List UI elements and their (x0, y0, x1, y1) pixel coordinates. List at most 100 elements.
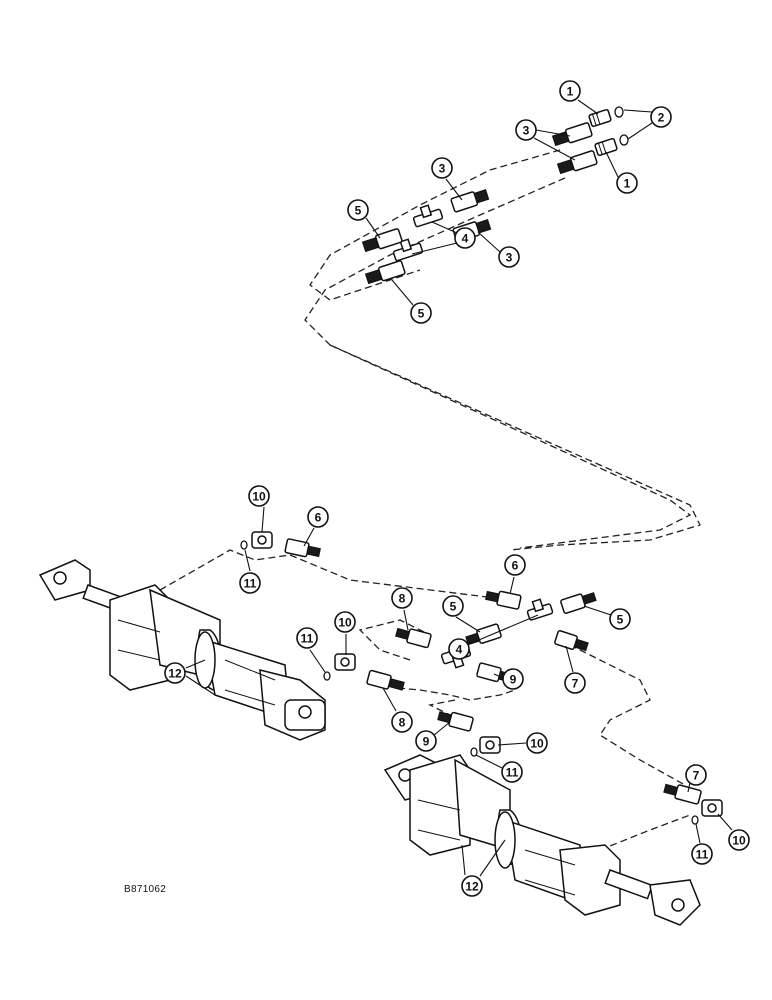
hose-end-fitting (284, 538, 321, 558)
callout-9: 9 (415, 730, 437, 752)
callout-number: 5 (617, 613, 624, 627)
callout-10: 10 (248, 485, 270, 507)
leader-lines (185, 99, 733, 877)
o-ring (240, 540, 248, 550)
callout-circle (347, 199, 369, 221)
callout-1: 1 (616, 172, 638, 194)
callout-number: 1 (567, 85, 574, 99)
callout-number: 8 (399, 716, 406, 730)
callout-number: 7 (572, 677, 579, 691)
callout-12: 12 (461, 875, 483, 897)
callout-circle (504, 554, 526, 576)
callout-number: 5 (418, 307, 425, 321)
callout-10: 10 (728, 829, 750, 851)
callout-circle (296, 627, 318, 649)
elbow-fitting (479, 736, 501, 754)
elbow-fitting (251, 531, 273, 549)
drawing-code-label: B871062 (124, 884, 167, 895)
callout-11: 11 (239, 572, 261, 594)
callout-number: 4 (462, 232, 469, 246)
o-ring (323, 671, 331, 681)
o-ring (691, 815, 699, 825)
callout-12: 12 (164, 662, 186, 684)
tee-fitting (392, 238, 424, 262)
callout-circle (415, 730, 437, 752)
callout-number: 12 (168, 667, 182, 681)
elbow-fitting (701, 799, 723, 817)
callout-circle (650, 106, 672, 128)
callout-number: 9 (423, 735, 430, 749)
hose-end-fitting (395, 627, 432, 649)
o-ring (619, 134, 629, 146)
callout-11: 11 (691, 843, 713, 865)
callout-circle (454, 227, 476, 249)
upper-fittings (361, 106, 629, 285)
callout-number: 4 (456, 643, 463, 657)
hose-end-fitting (366, 669, 405, 691)
callout-number: 10 (338, 616, 352, 630)
callout-circle (564, 672, 586, 694)
callout-number: 10 (252, 490, 266, 504)
callout-circle (431, 157, 453, 179)
callout-number: 5 (450, 600, 457, 614)
callout-circle (164, 662, 186, 684)
callout-6: 6 (504, 554, 526, 576)
callout-number: 10 (732, 834, 746, 848)
callout-8: 8 (391, 587, 413, 609)
callout-number: 3 (506, 251, 513, 265)
callout-circle (239, 572, 261, 594)
callout-7: 7 (564, 672, 586, 694)
callout-circle (502, 668, 524, 690)
callout-number: 3 (439, 162, 446, 176)
callout-number: 11 (696, 848, 709, 862)
callout-number: 12 (465, 880, 479, 894)
o-ring (614, 106, 624, 118)
callout-number: 6 (315, 511, 322, 525)
callout-circle (448, 638, 470, 660)
hose-end-fitting (361, 228, 403, 253)
callout-circle (334, 611, 356, 633)
callout-circle (498, 246, 520, 268)
callout-circle (391, 711, 413, 733)
callout-3: 3 (431, 157, 453, 179)
callout-circle (307, 506, 329, 528)
elbow-fitting (334, 653, 356, 671)
hydraulic-cylinder-right (383, 754, 701, 926)
callout-number: 5 (355, 204, 362, 218)
callout-circle (685, 764, 707, 786)
callout-circle (728, 829, 750, 851)
hydraulic-cylinder-left (38, 559, 326, 741)
callout-circle (461, 875, 483, 897)
callout-number: 1 (624, 177, 631, 191)
hose-end-fitting (556, 150, 598, 175)
callout-number: 3 (523, 124, 530, 138)
callout-number: 6 (512, 559, 519, 573)
callout-10: 10 (526, 732, 548, 754)
callout-circle (616, 172, 638, 194)
callout-5: 5 (609, 608, 631, 630)
callout-number: 10 (530, 737, 544, 751)
adapter-fitting (594, 137, 618, 157)
callout-6: 6 (307, 506, 329, 528)
hose-end-fitting (551, 122, 593, 147)
callout-number: 2 (658, 111, 665, 125)
callout-circle (391, 587, 413, 609)
callout-4: 4 (454, 227, 476, 249)
callout-5: 5 (442, 595, 464, 617)
callout-7: 7 (685, 764, 707, 786)
callout-number: 11 (244, 577, 257, 591)
hose-end-fitting (450, 189, 490, 213)
callout-1: 1 (559, 80, 581, 102)
callout-circle (691, 843, 713, 865)
callout-9: 9 (502, 668, 524, 690)
tee-fitting (526, 598, 554, 621)
callout-3: 3 (515, 119, 537, 141)
hose-end-fitting (560, 592, 597, 614)
callout-circle (609, 608, 631, 630)
callout-number: 7 (693, 769, 700, 783)
callout-8: 8 (391, 711, 413, 733)
hose-end-fitting (663, 783, 702, 805)
callout-number: 11 (506, 766, 519, 780)
adapter-fitting (588, 108, 612, 128)
